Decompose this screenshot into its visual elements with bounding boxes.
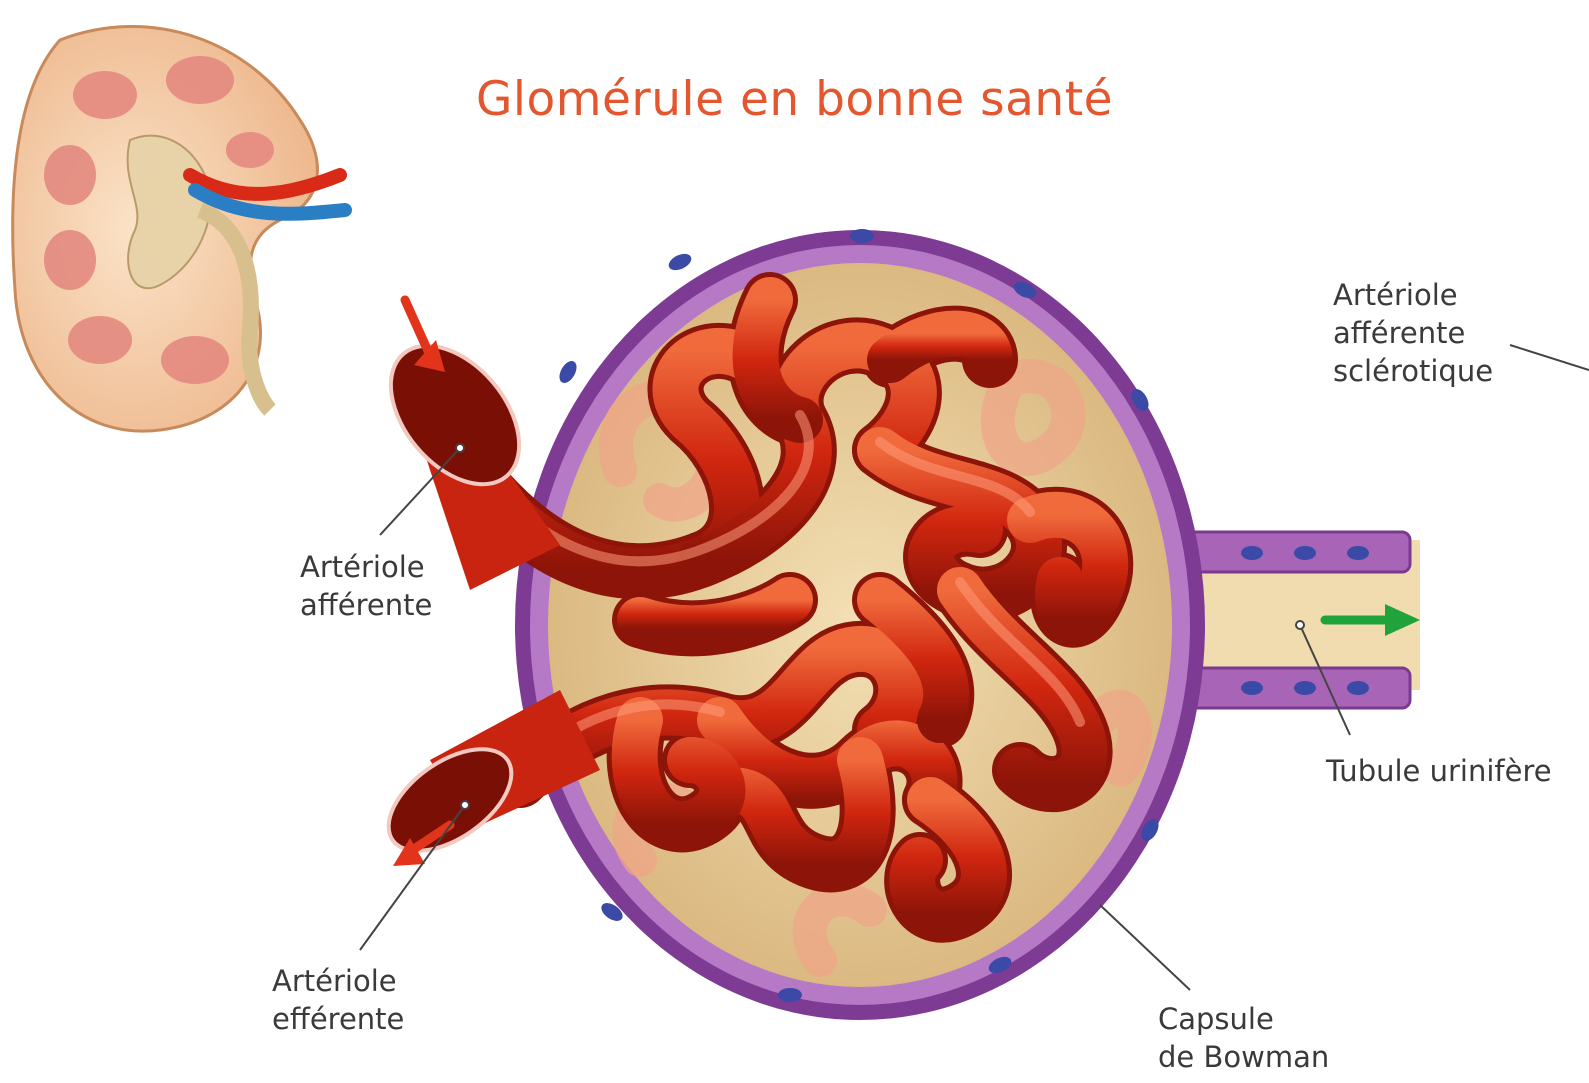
label-urinary-tubule: Tubule urinifère — [1326, 752, 1552, 790]
label-line: Tubule urinifère — [1326, 752, 1552, 790]
label-sclerotic-arteriole: Artériole afférente sclérotique — [1333, 276, 1493, 390]
label-line: afférente — [300, 586, 432, 624]
label-line: Artériole — [1333, 276, 1493, 314]
label-line: Artériole — [272, 962, 404, 1000]
label-line: Capsule — [1158, 1000, 1329, 1038]
label-line: Artériole — [300, 548, 432, 586]
label-line: efférente — [272, 1000, 404, 1038]
label-afferent-arteriole: Artériole afférente — [300, 548, 432, 624]
label-efferent-arteriole: Artériole efférente — [272, 962, 404, 1038]
label-line: afférente — [1333, 314, 1493, 352]
label-line: sclérotique — [1333, 352, 1493, 390]
kidney-icon — [13, 26, 345, 431]
diagram-title: Glomérule en bonne santé — [476, 72, 1113, 127]
efferent-arteriole — [371, 690, 600, 871]
label-bowman-capsule: Capsule de Bowman — [1158, 1000, 1329, 1076]
label-line: de Bowman — [1158, 1038, 1329, 1076]
